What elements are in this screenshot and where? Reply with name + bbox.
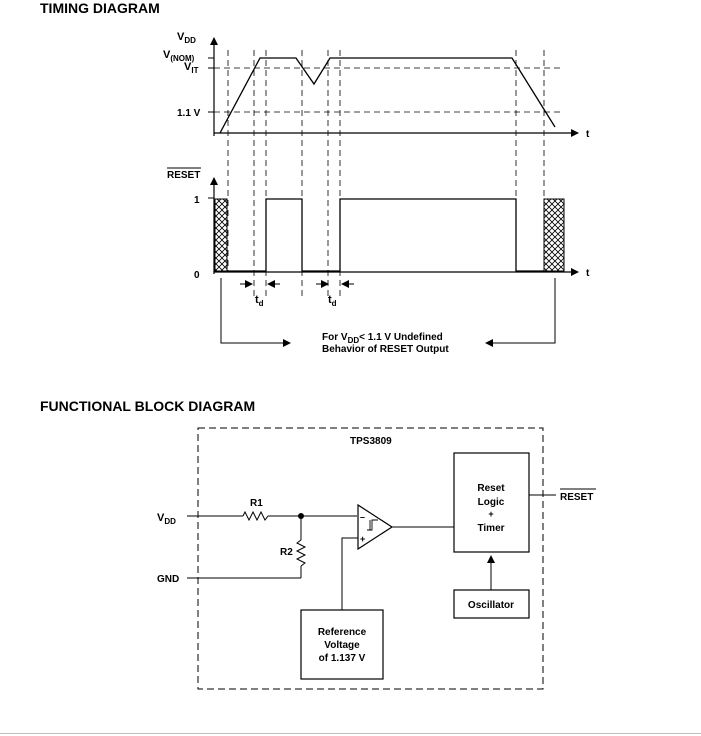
reset-output-label: RESET bbox=[560, 492, 593, 503]
undefined-note-line1: For VDD< 1.1 V Undefined bbox=[322, 332, 443, 345]
comparator bbox=[357, 503, 394, 551]
vdd-waveform bbox=[219, 57, 556, 134]
hysteresis-symbol bbox=[367, 519, 378, 531]
chip-boundary bbox=[197, 427, 544, 690]
reset-logic-line3: + bbox=[488, 509, 493, 519]
td-label-2: td bbox=[328, 294, 337, 308]
r1-resistor bbox=[242, 510, 269, 522]
oscillator-block bbox=[453, 589, 530, 619]
undefined-note-line2: Behavior of RESET Output bbox=[322, 344, 449, 355]
reset-axis-label: RESET bbox=[167, 170, 200, 181]
vdd-label: VDD bbox=[177, 31, 196, 45]
timing-diagram-title: TIMING DIAGRAM bbox=[40, 0, 160, 16]
reference-voltage-block bbox=[300, 609, 384, 680]
reset-plot: RESET 1 0 t td td For VDD< 1.1 V Undefin… bbox=[167, 167, 590, 355]
r2-label: R2 bbox=[280, 547, 293, 558]
reset-logic-line1: Reset bbox=[477, 483, 505, 494]
reset-logic-line4: Timer bbox=[477, 523, 504, 534]
note-arrow-right bbox=[485, 278, 556, 347]
reference-line3: of 1.137 V bbox=[319, 653, 366, 664]
reference-line2: Voltage bbox=[324, 640, 360, 651]
chip-name: TPS3809 bbox=[350, 436, 392, 447]
note-arrow-left bbox=[220, 278, 291, 347]
vdd-t-label: t bbox=[586, 129, 590, 140]
reset-t-label: t bbox=[586, 268, 590, 279]
r1-label: R1 bbox=[250, 498, 263, 509]
r2-resistor bbox=[295, 539, 307, 567]
vit-label: VIT bbox=[184, 61, 199, 75]
undefined-region-right bbox=[543, 198, 565, 272]
td-label-1: td bbox=[255, 294, 264, 308]
block-diagram-title: FUNCTIONAL BLOCK DIAGRAM bbox=[40, 398, 256, 414]
reference-line1: Reference bbox=[318, 627, 367, 638]
reset-waveform bbox=[228, 198, 544, 272]
vdd-pin-label: VDD bbox=[157, 512, 176, 526]
comparator-plus: + bbox=[360, 534, 365, 544]
vnom-label: V(NOM) bbox=[163, 49, 195, 63]
comparator-minus: – bbox=[360, 512, 365, 522]
undefined-region-left bbox=[214, 198, 228, 272]
gnd-pin-label: GND bbox=[157, 574, 179, 585]
page-bottom-rule bbox=[0, 733, 701, 734]
oscillator-label: Oscillator bbox=[468, 600, 514, 611]
reset-logic-line2: Logic bbox=[478, 497, 505, 508]
v11-label: 1.1 V bbox=[177, 108, 201, 119]
level-one-label: 1 bbox=[194, 195, 200, 206]
vdd-plot: t VDD V(NOM) VIT 1.1 V bbox=[163, 31, 590, 140]
level-zero-label: 0 bbox=[194, 270, 200, 281]
reset-logic-block bbox=[453, 452, 530, 553]
time-markers bbox=[227, 50, 545, 296]
block-diagram: TPS3809 VDD R1 R2 GND – + Reference Volt… bbox=[157, 427, 596, 690]
